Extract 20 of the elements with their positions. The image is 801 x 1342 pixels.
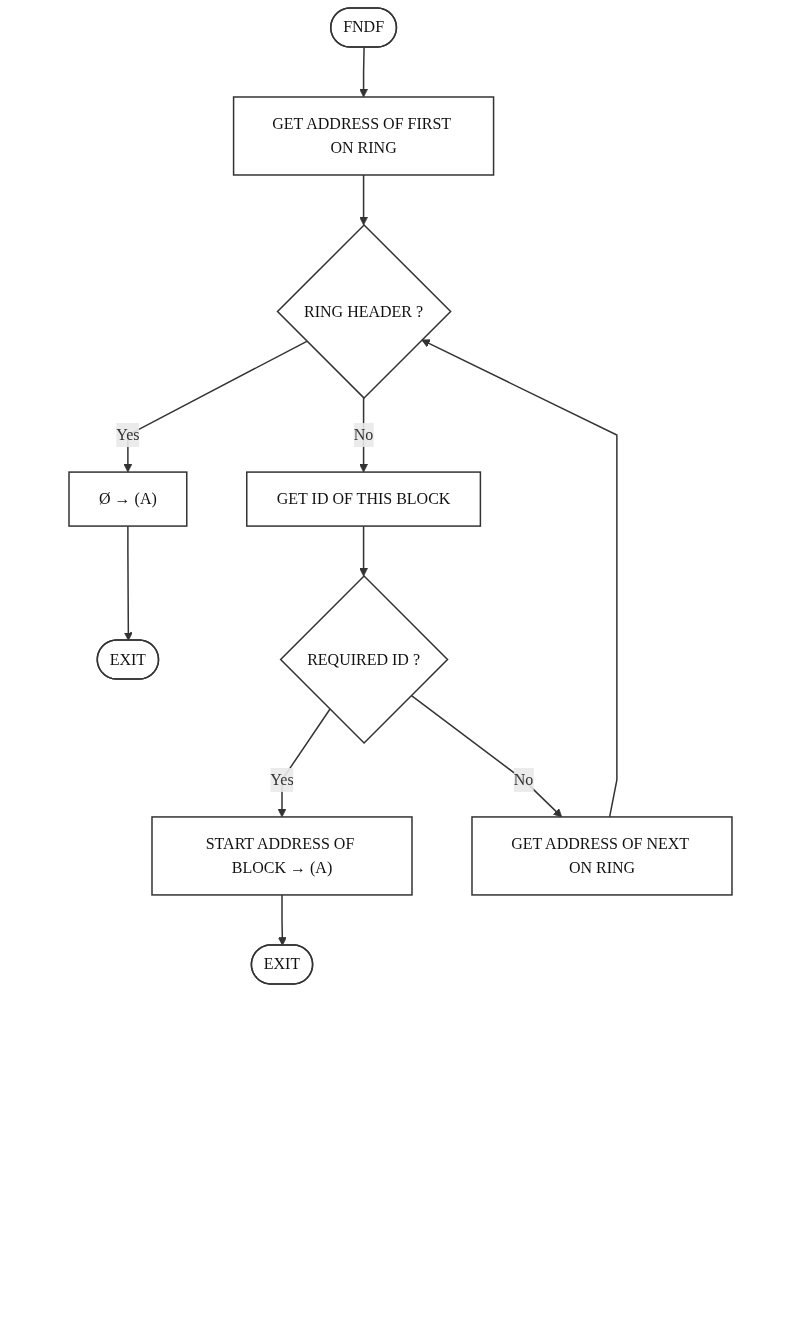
node-box: Ø → (A) (68, 471, 188, 527)
arrow (359, 46, 368, 98)
node-box: GET ID OF THIS BLOCK (246, 471, 482, 527)
edge-label: Yes (270, 770, 294, 788)
node-box: START ADDRESS OF BLOCK → (A) (151, 816, 413, 896)
arrow (359, 525, 368, 577)
edge-label: No (353, 426, 374, 444)
arrow (410, 694, 563, 818)
arrow (277, 708, 331, 818)
node-box: GET ADDRESS OF NEXT ON RING (471, 816, 733, 896)
arrow (123, 525, 133, 641)
node-box: GET ADDRESS OF FIRST ON RING (232, 96, 495, 176)
node-diamond: RING HEADER ? (276, 223, 452, 400)
arrow (359, 174, 368, 226)
arrow (123, 340, 308, 473)
arrow (277, 894, 287, 946)
edge-label: No (513, 770, 534, 788)
edge-label: Yes (116, 426, 140, 444)
arrow (421, 339, 618, 818)
node-diamond: REQUIRED ID ? (279, 575, 449, 744)
